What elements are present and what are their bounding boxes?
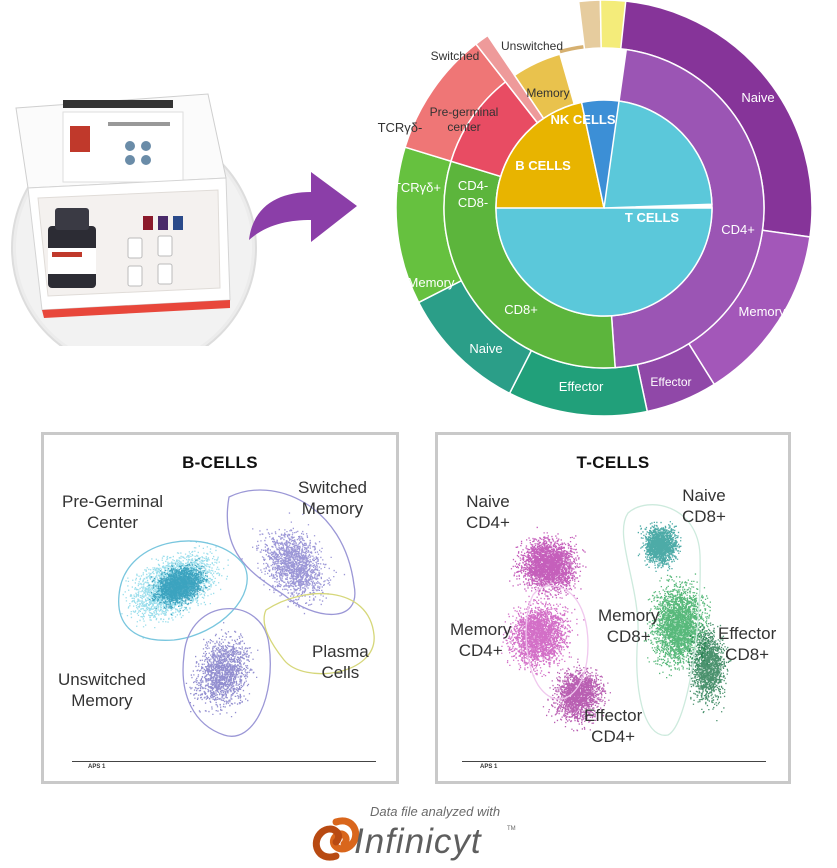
x-axis-label: APS 1 (480, 764, 498, 770)
event-cluster (542, 658, 611, 732)
sunburst-inner-segment (495, 101, 605, 209)
cd4-segment-label: CD4+ (721, 222, 755, 237)
plasma-cells-text: Plasma Cells (312, 642, 369, 682)
switched-segment-label: Switched (431, 49, 480, 63)
nk-cells-segment-label: NK CELLS (551, 112, 616, 127)
event-cluster (509, 526, 587, 601)
event-cluster (148, 557, 210, 616)
unswitched-memory-label: Unswitched Memory (58, 669, 146, 711)
event-cluster (241, 512, 346, 615)
pre-germinal-label: Pre-Germinal Center (62, 491, 163, 533)
naive-cd4-label: Naive CD4+ (466, 491, 510, 533)
effector-cd8-segment-label: Effector (559, 379, 604, 394)
infinicyt-logo-icon (312, 817, 360, 861)
memory-cd8-label: Memory CD8+ (598, 605, 659, 647)
effector-cd4-label: Effector CD4+ (584, 705, 642, 747)
unswitched-segment-label: Unswitched (501, 39, 563, 53)
b-cells-title: B-CELLS (182, 453, 258, 472)
kit-photo (8, 88, 260, 371)
effector-cd8-label: Effector CD8+ (718, 623, 776, 665)
pre-germinal-text: Pre-Germinal Center (62, 492, 164, 532)
b-cells-panel: B-CELLS Pre-Germinal Center Switched Mem… (41, 432, 399, 784)
t-cells-panel: T-CELLS Naive CD4+ Naive CD8+ Memory CD4… (435, 432, 791, 784)
gate-outline (263, 593, 375, 675)
gate-outline (182, 608, 271, 737)
gate-outline (622, 504, 701, 736)
footer-brand: Data file analyzed with Infinicyt TM (300, 800, 540, 864)
memory-cd4-segment-label: Memory (739, 304, 786, 319)
naive-cd8-text: Naive CD8+ (682, 486, 726, 526)
plasma-cells-label: Plasma Cells (312, 641, 369, 683)
x-axis-line (462, 761, 766, 762)
trademark: TM (507, 826, 516, 832)
sunburst-chart: T CELLS B CELLS NK CELLS CD4+ CD8+ CD4-CD8- TC… (378, 0, 813, 417)
event-cluster (687, 622, 732, 722)
event-cluster (637, 521, 682, 572)
t-cells-title: T-CELLS (576, 453, 650, 472)
memory-cd4-label: Memory CD4+ (450, 619, 511, 661)
memory-cd4-text: Memory CD4+ (450, 620, 512, 660)
b-cells-segment-label: B CELLS (515, 158, 571, 173)
naive-cd8-label: Naive CD8+ (682, 485, 726, 527)
x-axis-line (72, 761, 376, 762)
b-cells-dot-plot (118, 489, 375, 737)
effector-cd8-text: Effector CD8+ (718, 624, 777, 664)
t-cells-dot-plot (501, 504, 732, 736)
switched-memory-text: Switched Memory (298, 478, 367, 518)
arrow-icon (245, 150, 365, 260)
footer-caption: Data file analyzed with (370, 804, 501, 819)
event-cluster (501, 590, 585, 677)
event-cluster (185, 622, 259, 718)
memory-cd8-segment-label: Memory (408, 275, 455, 290)
brand-name: Infinicyt (354, 822, 482, 861)
sunburst-middle-segment (577, 0, 602, 51)
cd4-cd8-neg-segment-label: CD4-CD8- (458, 178, 488, 210)
gate-outline (525, 585, 589, 700)
naive-cd8-segment-label: Naive (469, 341, 502, 356)
memory-cd8-text: Memory CD8+ (598, 606, 660, 646)
unswitched-memory-text: Unswitched Memory (58, 670, 146, 710)
gate-outline (118, 540, 248, 641)
t-cells-segment-label: T CELLS (625, 210, 679, 225)
memory-b-segment-label: Memory (526, 86, 569, 100)
tcrgd-neg-segment-label: TCRγδ- (378, 120, 423, 135)
effector-cd4-segment-label: Effector (650, 375, 691, 389)
naive-cd4-segment-label: Naive (741, 90, 774, 105)
cd8-segment-label: CD8+ (504, 302, 538, 317)
x-axis-label: APS 1 (88, 764, 106, 770)
sunburst-middle-segment (599, 0, 627, 50)
switched-memory-label: Switched Memory (298, 477, 367, 519)
tcrgd-pos-segment-label: TCRγδ+ (393, 180, 441, 195)
naive-cd4-text: Naive CD4+ (466, 492, 510, 532)
gate-outline (226, 489, 356, 616)
effector-cd4-text: Effector CD4+ (584, 706, 643, 746)
sunburst-inner-segment (580, 99, 620, 209)
